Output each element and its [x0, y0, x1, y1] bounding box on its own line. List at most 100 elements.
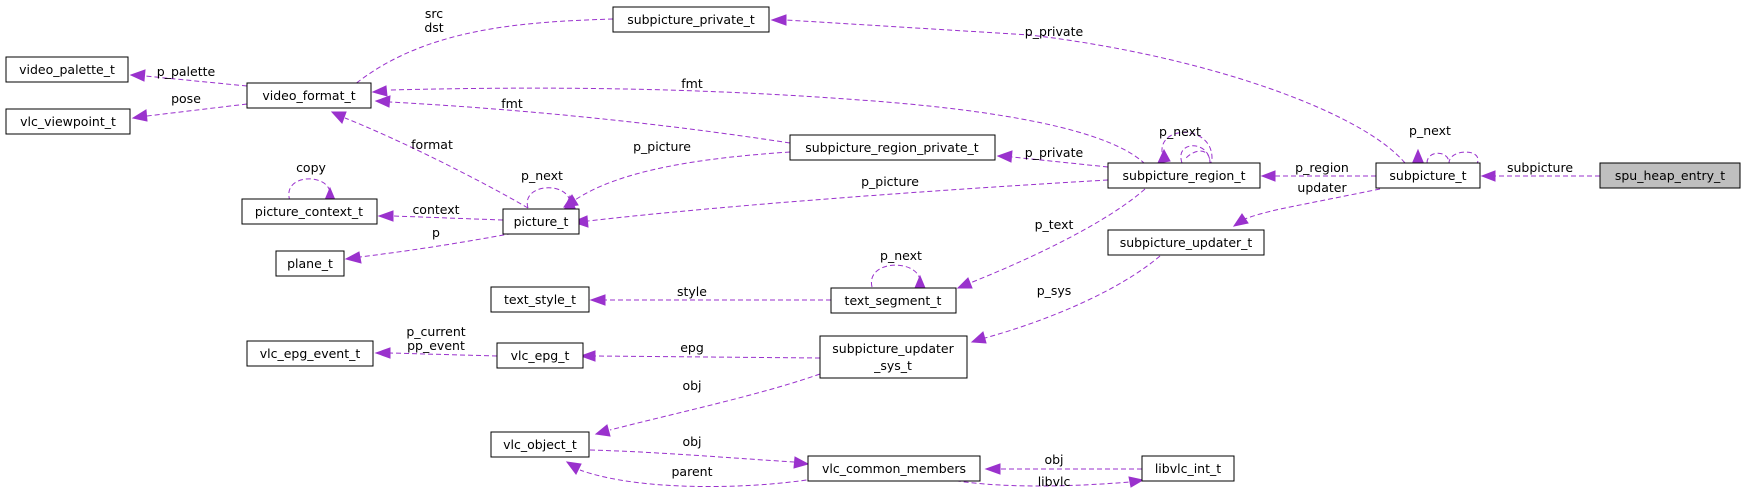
svg-text:subpicture_updater_t: subpicture_updater_t	[1120, 235, 1253, 250]
node-picture-context-t[interactable]: picture_context_t	[241, 198, 378, 225]
edge-private-src-dst: src dst	[336, 6, 614, 97]
node-vlc-epg-t[interactable]: vlc_epg_t	[496, 342, 584, 369]
node-subpicture-t[interactable]: subpicture_t	[1375, 162, 1481, 189]
edge-label-subpicture-p-next: p_next	[1409, 123, 1451, 138]
edge-obj-common: obj	[589, 434, 810, 469]
edge-context: context	[377, 202, 504, 222]
edge-label-obj-sys: obj	[682, 378, 701, 393]
edge-style: style	[589, 284, 831, 306]
svg-text:video_palette_t: video_palette_t	[19, 62, 115, 77]
edge-label-p-current: p_current	[406, 324, 465, 339]
edge-label-src: src	[425, 6, 443, 21]
edge-label-obj-libvlc: obj	[1044, 452, 1063, 467]
edge-label-libvlc: libvlc	[1038, 474, 1071, 489]
edge-label-subpicture-p-private: p_private	[1025, 24, 1084, 39]
svg-text:vlc_epg_t: vlc_epg_t	[511, 348, 570, 363]
edge-copy: copy	[288, 160, 336, 202]
svg-text:picture_context_t: picture_context_t	[255, 204, 363, 219]
edge-label-text-p-next: p_next	[880, 248, 922, 263]
edge-label-p-sys: p_sys	[1037, 283, 1072, 298]
edge-label-style: style	[677, 284, 707, 299]
edge-label-format: format	[411, 137, 453, 152]
svg-text:text_segment_t: text_segment_t	[845, 293, 942, 308]
edge-subpicture: subpicture	[1480, 160, 1600, 182]
node-subpicture-region-private-t[interactable]: subpicture_region_private_t	[789, 134, 996, 161]
edge-picture-p-next: p_next	[521, 168, 576, 209]
edge-pose: pose	[131, 91, 248, 122]
edge-region-p-picture: p_picture	[571, 174, 1109, 228]
edge-label-region-p-next: p_next	[1159, 124, 1201, 139]
edge-label-region-private-fmt: fmt	[501, 96, 523, 111]
svg-text:vlc_viewpoint_t: vlc_viewpoint_t	[20, 114, 116, 129]
edge-label-dst: dst	[424, 20, 443, 35]
node-libvlc-int-t[interactable]: libvlc_int_t	[1141, 455, 1235, 482]
edge-label-context: context	[412, 202, 459, 217]
svg-text:vlc_common_members: vlc_common_members	[822, 461, 966, 476]
edge-subpicture-p-next: p_next	[1409, 123, 1479, 166]
edge-p-region: p_region	[1260, 160, 1376, 182]
edge-format: format	[330, 111, 529, 209]
svg-text:subpicture_t: subpicture_t	[1389, 168, 1466, 183]
edge-label-subpicture: subpicture	[1507, 160, 1573, 175]
svg-text:picture_t: picture_t	[514, 214, 569, 229]
edge-label-region-p-text: p_text	[1035, 217, 1074, 232]
edge-subpicture-p-private: p_private	[770, 14, 1406, 164]
edge-label-region-private-p-picture: p_picture	[633, 139, 691, 154]
svg-text:text_style_t: text_style_t	[504, 292, 576, 307]
edge-text-p-next: p_next	[871, 248, 926, 289]
node-plane-t[interactable]: plane_t	[275, 250, 345, 277]
edge-label-region-fmt: fmt	[681, 76, 703, 91]
node-spu-heap-entry-t[interactable]: spu_heap_entry_t	[1599, 162, 1741, 189]
svg-text:_sys_t: _sys_t	[873, 358, 912, 373]
edge-region-private-fmt: fmt	[374, 95, 791, 144]
edge-label-copy: copy	[296, 160, 326, 175]
node-vlc-viewpoint-t[interactable]: vlc_viewpoint_t	[5, 108, 131, 135]
node-picture-t[interactable]: picture_t	[502, 208, 580, 235]
edge-label-p-palette: p_palette	[157, 64, 216, 79]
svg-text:libvlc_int_t: libvlc_int_t	[1155, 461, 1221, 476]
edge-p-palette: p_palette	[129, 64, 248, 87]
edge-region-p-private: p_private	[996, 145, 1109, 168]
edge-label-region-p-picture: p_picture	[861, 174, 919, 189]
edge-label-parent: parent	[672, 464, 713, 479]
edge-label-p: p	[432, 225, 440, 240]
node-subpicture-region-t[interactable]: subpicture_region_t	[1107, 162, 1261, 189]
svg-text:subpicture_region_t: subpicture_region_t	[1123, 168, 1246, 183]
edge-label-epg: epg	[680, 340, 704, 355]
node-video-palette-t[interactable]: video_palette_t	[5, 56, 129, 83]
edge-obj-sys: obj	[594, 373, 821, 437]
svg-text:vlc_epg_event_t: vlc_epg_event_t	[260, 346, 361, 361]
svg-text:subpicture_region_private_t: subpicture_region_private_t	[805, 140, 979, 155]
edge-region-private-p-picture: p_picture	[562, 139, 791, 208]
svg-text:video_format_t: video_format_t	[262, 88, 355, 103]
edge-obj-libvlc: obj	[984, 452, 1142, 475]
edge-p-current-pp-event: p_current pp_event	[374, 324, 498, 359]
edge-epg: epg	[579, 340, 821, 362]
node-video-format-t[interactable]: video_format_t	[246, 82, 372, 109]
edge-region-fmt: fmt	[371, 76, 1146, 165]
edge-label-pose: pose	[171, 91, 201, 106]
node-subpicture-private-t[interactable]: subpicture_private_t	[612, 6, 770, 33]
edge-label-region-p-private: p_private	[1025, 145, 1084, 160]
node-subpicture-updater-t[interactable]: subpicture_updater_t	[1107, 229, 1265, 256]
edge-p: p	[344, 225, 521, 264]
edge-label-pp-event: pp_event	[407, 338, 465, 353]
node-text-style-t[interactable]: text_style_t	[490, 286, 590, 313]
node-vlc-object-t[interactable]: vlc_object_t	[490, 431, 590, 458]
edge-updater: updater	[1232, 180, 1381, 227]
node-text-segment-t[interactable]: text_segment_t	[830, 287, 957, 314]
edge-region-p-next: p_next	[1157, 124, 1213, 171]
node-vlc-epg-event-t[interactable]: vlc_epg_event_t	[246, 340, 374, 367]
edge-label-p-region: p_region	[1295, 160, 1349, 175]
edge-libvlc: libvlc	[939, 474, 1145, 489]
edge-label-obj-common: obj	[682, 434, 701, 449]
svg-text:subpicture_updater: subpicture_updater	[832, 341, 954, 356]
svg-text:vlc_object_t: vlc_object_t	[503, 437, 577, 452]
edge-label-picture-p-next: p_next	[521, 168, 563, 183]
edge-parent: parent	[565, 461, 831, 487]
edge-label-updater: updater	[1297, 180, 1347, 195]
svg-text:spu_heap_entry_t: spu_heap_entry_t	[1615, 168, 1725, 183]
node-vlc-common-members[interactable]: vlc_common_members	[807, 455, 981, 482]
node-subpicture-updater-sys-t[interactable]: subpicture_updater _sys_t	[819, 335, 968, 379]
